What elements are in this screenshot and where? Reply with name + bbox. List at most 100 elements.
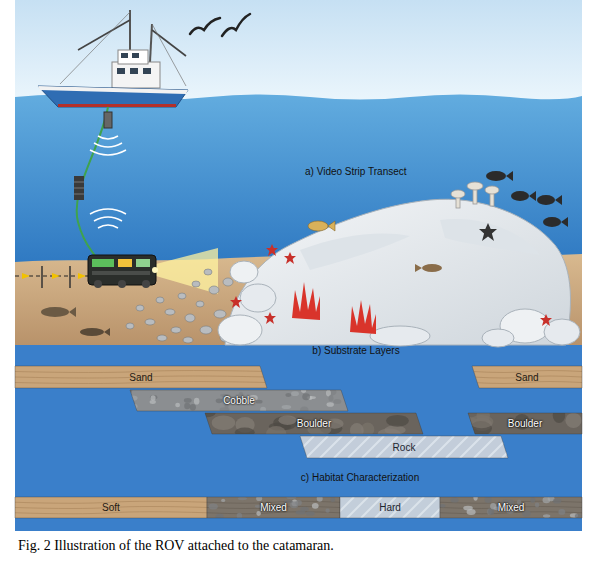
transponder (74, 182, 84, 183)
substrate-band: Sand (472, 366, 582, 388)
band-fill (15, 497, 207, 518)
sea-stars (266, 244, 278, 256)
band-label: Boulder (297, 418, 331, 429)
rock-outcrop (370, 326, 430, 346)
rock-outcrop (218, 315, 262, 345)
band-outline (300, 436, 508, 458)
brown-fish (415, 264, 422, 272)
pebble (488, 509, 494, 516)
section-heading: b) Substrate Layers (312, 345, 399, 357)
anemones (451, 190, 465, 198)
band-label: Mixed (260, 502, 287, 513)
signal-waves (94, 143, 122, 147)
cobbles (214, 310, 226, 318)
pebble (184, 403, 190, 409)
band-label: Boulder (508, 418, 542, 429)
cobbles (157, 335, 167, 341)
rock-streak (278, 436, 300, 458)
brown-fish (415, 264, 442, 272)
transect-line (22, 273, 30, 279)
fish-school (529, 191, 536, 201)
band-label: Mixed (498, 502, 525, 513)
boulder-texture (278, 415, 296, 425)
transponder (74, 188, 84, 189)
boulder-texture (235, 428, 255, 437)
signal-waves (98, 136, 118, 139)
pebble (535, 503, 539, 508)
pebble (285, 393, 291, 397)
rov (136, 259, 150, 267)
catamaran (150, 24, 152, 62)
pebble (221, 499, 225, 502)
signal-waves (90, 150, 126, 155)
pebble (325, 509, 329, 513)
fish-school (537, 195, 555, 205)
signal-waves (94, 217, 122, 221)
pebble (450, 497, 458, 502)
yellow-fish (308, 221, 328, 231)
pebble (440, 504, 446, 508)
rov (92, 271, 150, 275)
rov (92, 259, 114, 267)
boulder-texture (470, 415, 494, 428)
pebble (558, 509, 565, 515)
pebble (296, 510, 306, 514)
boulder-texture (565, 413, 581, 428)
band-outline (15, 497, 207, 518)
pebble (151, 395, 156, 400)
catamaran (58, 104, 176, 107)
band-outline (15, 366, 267, 388)
catamaran (130, 68, 138, 74)
catamaran (38, 86, 188, 94)
substrate-band: Sand (15, 366, 267, 388)
band-label: Cobble (223, 395, 255, 406)
band-texture (462, 408, 582, 436)
rock-outcrop (225, 199, 570, 345)
flatfish (41, 307, 69, 317)
rov (118, 280, 126, 288)
red-coral (292, 282, 320, 320)
dark-sea-star (479, 223, 497, 241)
pebble (327, 402, 334, 407)
substrate-band: Cobble (130, 390, 348, 411)
pebble (575, 514, 581, 518)
rock-outcrop (482, 329, 514, 347)
pebble (330, 497, 335, 502)
catamaran (38, 86, 188, 107)
fish-school (486, 171, 568, 227)
catamaran (121, 53, 128, 58)
band-outline (207, 497, 340, 518)
birds (222, 14, 250, 36)
pebble (256, 496, 262, 501)
cobbles (178, 293, 186, 299)
pebble (542, 497, 550, 504)
pebble (131, 404, 138, 409)
pebble (473, 494, 477, 501)
band-fill (15, 366, 267, 388)
cobbles (204, 269, 212, 275)
rov (88, 255, 158, 288)
pebble (238, 497, 247, 500)
band-label: Sand (129, 372, 152, 383)
cobbles (209, 286, 219, 294)
rock-outcrop (300, 234, 410, 270)
rock-outcrop (230, 261, 258, 283)
transponder (74, 176, 84, 200)
pebble (463, 506, 473, 511)
catamaran (132, 53, 139, 58)
sea-stars (230, 244, 552, 326)
rock-outcrop (218, 199, 580, 347)
rock-outcrop (240, 284, 276, 312)
signal-waves (90, 136, 126, 228)
anemones (451, 182, 499, 208)
band-fill (472, 366, 582, 388)
flatfish (41, 307, 110, 336)
catamaran (112, 62, 160, 88)
pebble (302, 393, 310, 400)
sea-stars (264, 312, 276, 324)
band-texture (319, 497, 452, 518)
pebble (216, 398, 223, 403)
pebble (216, 515, 221, 520)
pebble (282, 405, 292, 409)
